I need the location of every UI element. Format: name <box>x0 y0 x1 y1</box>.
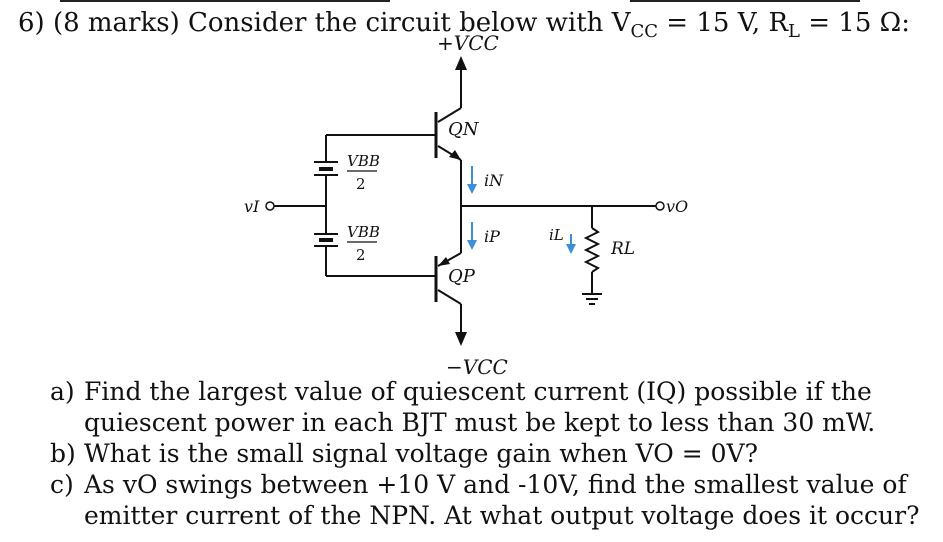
qn-label: QN <box>448 119 480 140</box>
top-rule-left <box>60 0 390 2</box>
question-lead: 6) (8 marks) Consider the circuit below … <box>18 8 631 38</box>
rl-resistor <box>583 227 601 273</box>
vi-label: vI <box>244 197 260 216</box>
vo-label: vO <box>666 197 688 216</box>
top-rule-right <box>630 0 860 2</box>
input-terminal <box>265 201 275 211</box>
question-tail: = 15 Ω: <box>799 8 910 38</box>
vcc-pos-arrow <box>455 56 467 70</box>
part-a: a) Find the largest value of quiescent c… <box>50 376 930 438</box>
rl-label: RL <box>610 239 635 259</box>
part-b: b) What is the small signal voltage gain… <box>50 438 930 469</box>
vcc-subscript: CC <box>630 21 659 43</box>
vbb-bottom-label: VBB <box>347 223 380 241</box>
battery-top <box>314 161 338 176</box>
part-a-text: Find the largest value of quiescent curr… <box>84 377 876 437</box>
current-arrows <box>467 166 576 254</box>
qp-collector <box>437 289 462 305</box>
ground-symbol <box>582 293 602 305</box>
qp-label: QP <box>448 266 476 287</box>
il-label: iL <box>549 226 564 244</box>
part-c-label: c) <box>50 470 74 499</box>
battery-bottom <box>314 233 338 247</box>
ip-label: iP <box>484 227 500 246</box>
part-b-label: b) <box>50 439 76 468</box>
vcc-neg-label: −VCC <box>446 355 508 379</box>
qn-collector <box>437 107 462 123</box>
part-c-text: As vO swings between +10 V and -10V, fin… <box>84 470 920 530</box>
qn-emitter-arrow <box>449 150 461 160</box>
vbb-bottom-denominator: 2 <box>356 246 366 264</box>
vbb-top-label: VBB <box>347 152 380 170</box>
rl-subscript: L <box>788 21 800 43</box>
question-mid: = 15 V, R <box>658 8 789 38</box>
vbb-top-denominator: 2 <box>356 175 366 193</box>
part-a-label: a) <box>50 377 75 406</box>
qp-emitter-arrow <box>438 257 450 266</box>
part-c: c) As vO swings between +10 V and -10V, … <box>50 469 930 531</box>
question-parts: a) Find the largest value of quiescent c… <box>50 376 930 531</box>
output-terminal <box>655 201 665 211</box>
in-label: iN <box>484 171 504 190</box>
part-b-text: What is the small signal voltage gain wh… <box>84 439 758 468</box>
vcc-pos-label: +VCC <box>437 31 499 55</box>
question-heading: 6) (8 marks) Consider the circuit below … <box>18 8 910 42</box>
vcc-neg-arrow <box>455 332 467 346</box>
